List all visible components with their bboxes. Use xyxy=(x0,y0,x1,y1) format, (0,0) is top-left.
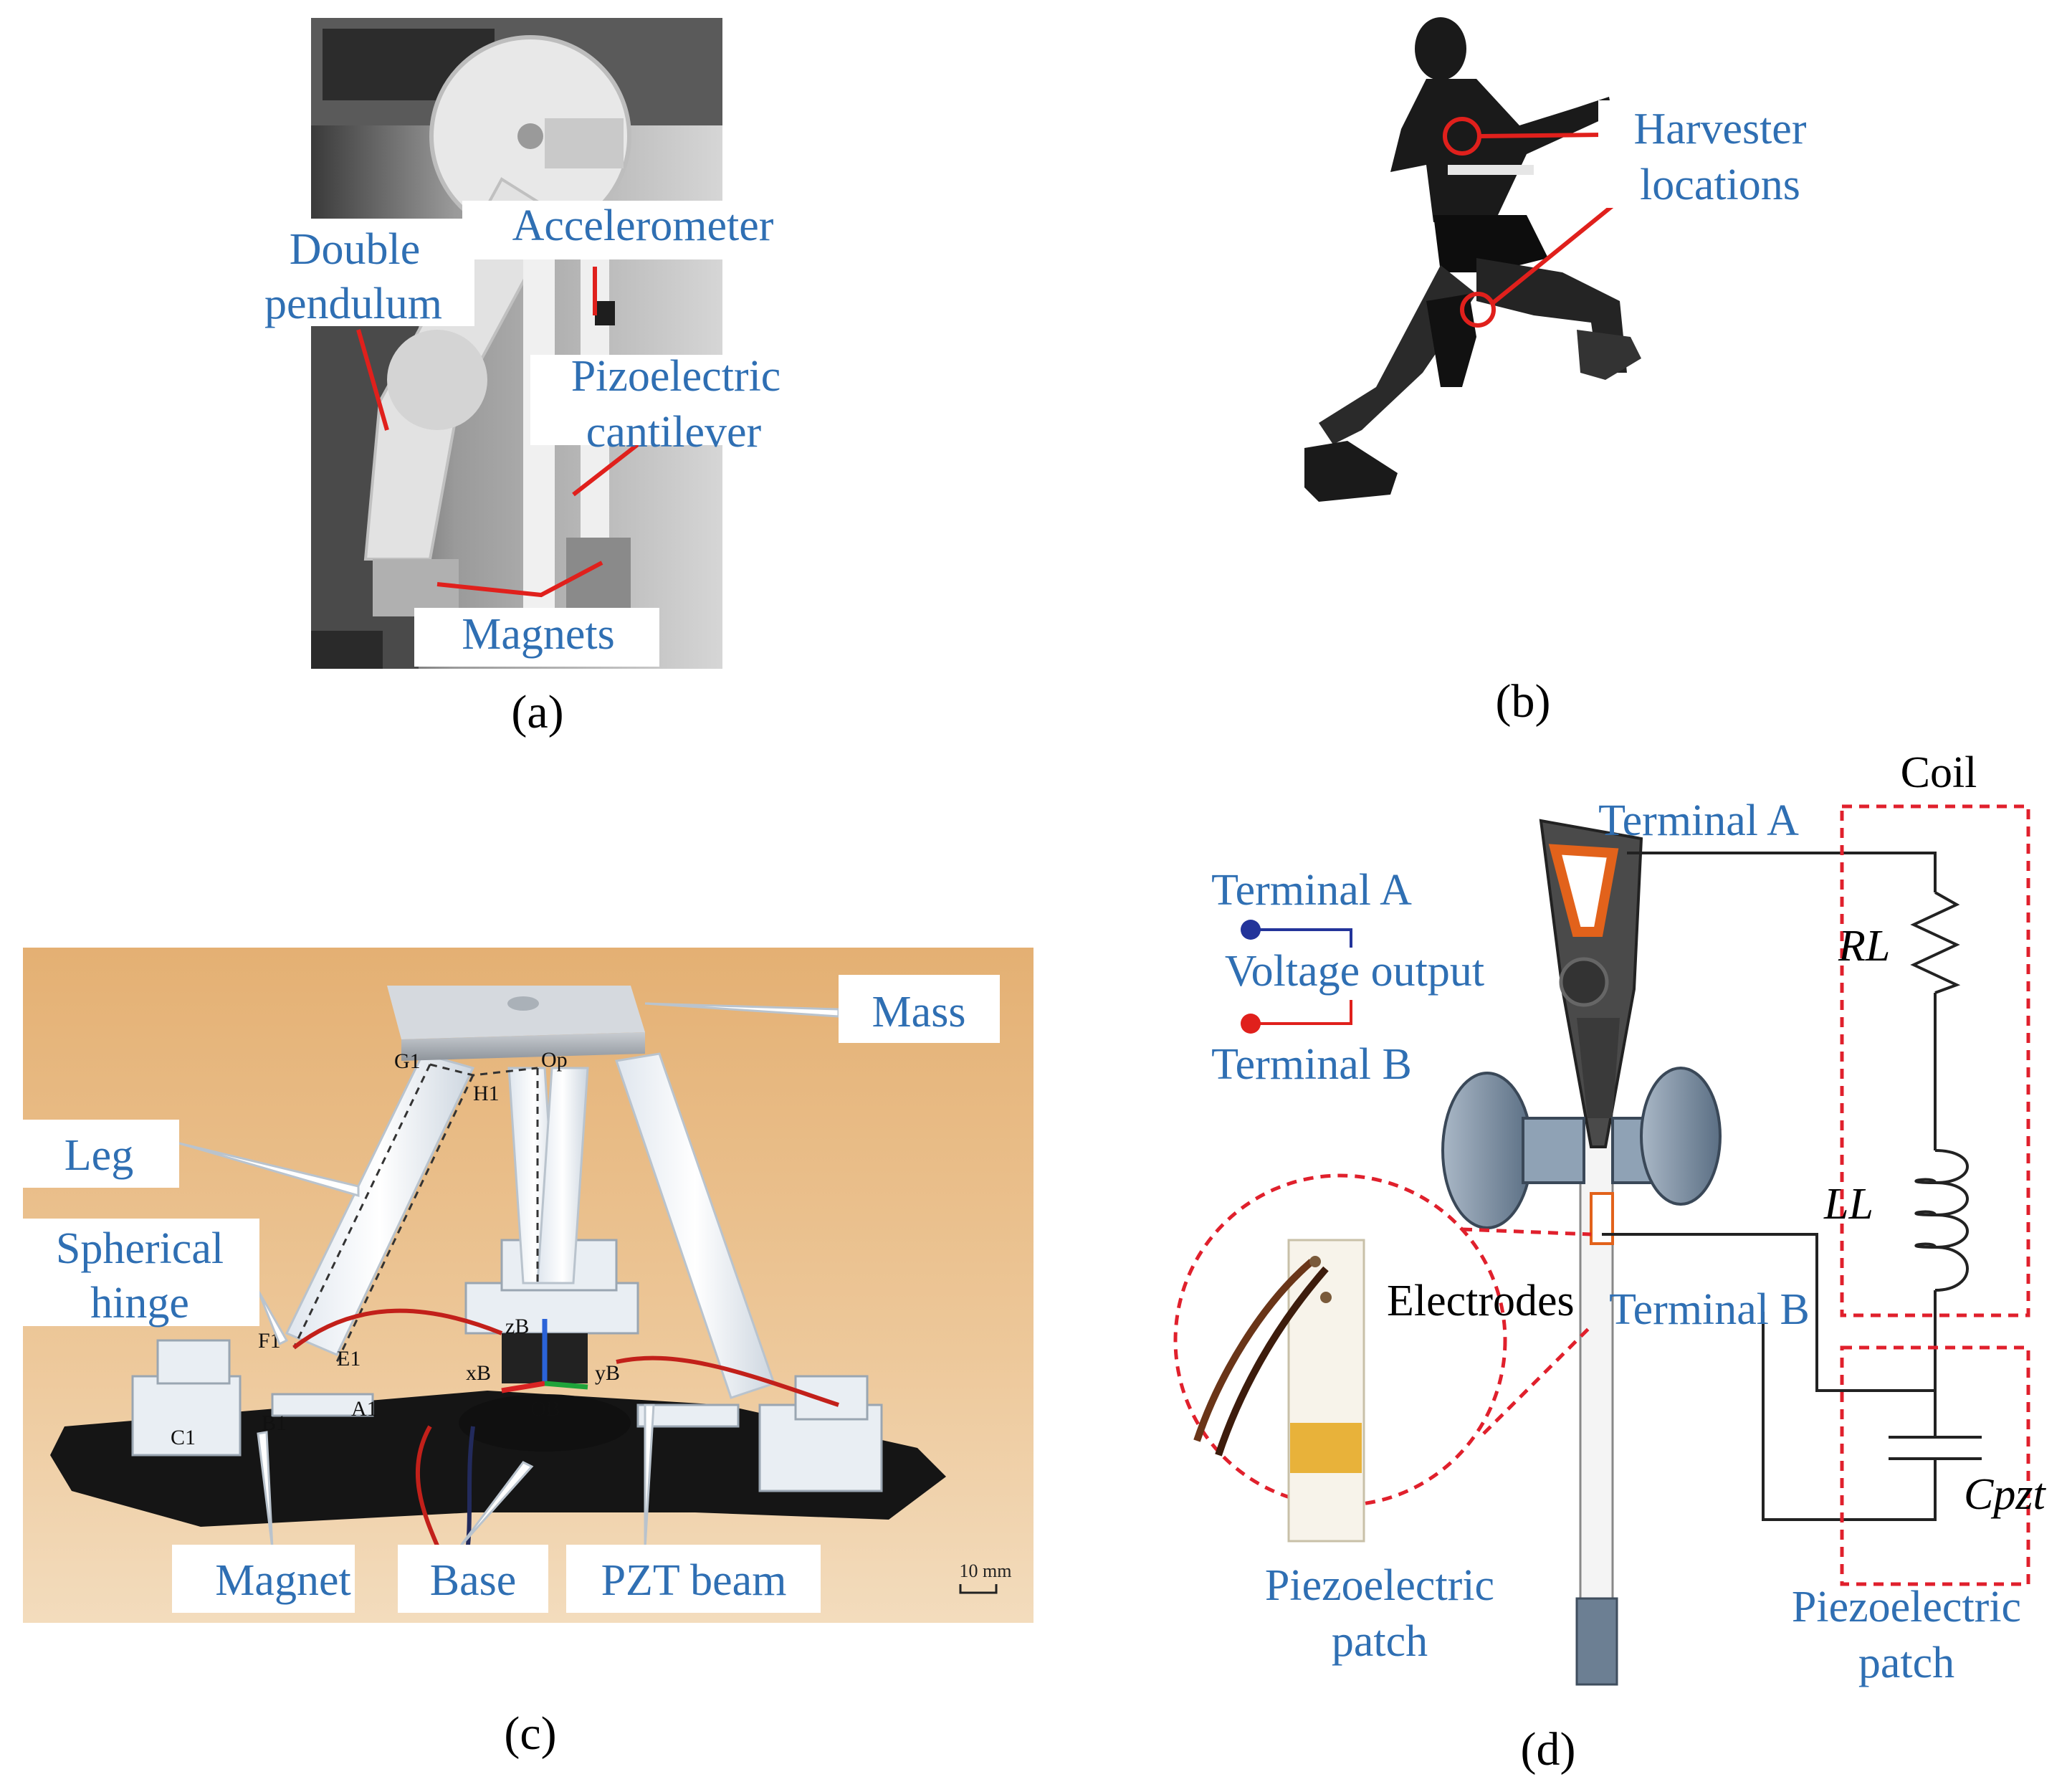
resistor-rl xyxy=(1910,891,1961,994)
cpzt-label: Cpzt xyxy=(1964,1470,2046,1519)
point-op: Op xyxy=(541,1048,568,1072)
piezo-patch-right-line2: patch xyxy=(1858,1639,1954,1687)
magnet-label: Magnet xyxy=(215,1556,350,1605)
piezo-patch-right-line1: Piezoelectric xyxy=(1792,1583,2021,1631)
piezo-cantilever-label-line2: cantilever xyxy=(586,408,762,457)
double-pendulum-label-line1: Double xyxy=(290,225,421,274)
ll-label: LL xyxy=(1823,1180,1873,1229)
panel-a-caption: (a) xyxy=(511,686,563,738)
terminal-a-top-label: Terminal A xyxy=(1598,796,1799,845)
terminal-b-legend-label: Terminal B xyxy=(1211,1040,1412,1089)
voltage-output-label: Voltage output xyxy=(1225,947,1484,996)
point-xb: xB xyxy=(466,1361,491,1385)
point-g1: G1 xyxy=(394,1049,421,1073)
mass-label: Mass xyxy=(872,988,966,1036)
leg-label-box xyxy=(23,1120,179,1188)
rl-label: RL xyxy=(1838,922,1890,971)
piezo-cantilever-label-line1: Pizoelectric xyxy=(571,352,781,401)
panel-a: Double pendulum Accelerometer Pizoelectr… xyxy=(252,18,790,738)
scale-bar-label: 10 mm xyxy=(960,1560,1012,1581)
point-c1: C1 xyxy=(171,1426,196,1449)
piezo-cantilever-label-box xyxy=(530,355,790,445)
harvester-markers xyxy=(1443,117,1618,328)
point-yb: yB xyxy=(595,1361,620,1385)
scale-bar xyxy=(959,1584,998,1594)
pzt-beam-label-box xyxy=(566,1545,821,1613)
voltage-output-legend xyxy=(1241,920,1352,1034)
panel-a-photo xyxy=(311,18,722,669)
panel-c: G1 H1 Op F1 E1 C1 B1 A1 OB zB xB yB Mass… xyxy=(23,948,1034,1760)
base-label-box xyxy=(398,1545,548,1613)
double-pendulum-label-box xyxy=(252,219,474,326)
harvester-structure xyxy=(1441,819,1722,1686)
panel-c-caption: (c) xyxy=(504,1707,556,1760)
panel-b-caption: (b) xyxy=(1496,675,1551,728)
point-e1: E1 xyxy=(337,1347,361,1371)
spherical-hinge-label-line2: hinge xyxy=(90,1279,189,1328)
double-pendulum-label-line2: pendulum xyxy=(264,280,442,328)
mass-block xyxy=(387,986,645,1061)
panel-d: Coil Terminal A Terminal A Voltage outpu… xyxy=(1173,748,2046,1776)
inductor-ll xyxy=(1914,1149,1969,1292)
terminal-b-right-label: Terminal B xyxy=(1609,1285,1810,1334)
pzt-beam-label: PZT beam xyxy=(601,1556,787,1605)
magnet-label-box xyxy=(172,1545,355,1613)
point-ob: OB xyxy=(530,1397,560,1421)
piezo-patch-left-line2: patch xyxy=(1332,1617,1428,1666)
magnets-label: Magnets xyxy=(462,610,615,659)
panel-a-pointers xyxy=(356,267,639,598)
coil-label: Coil xyxy=(1901,748,1977,797)
accelerometer-label-box xyxy=(462,201,789,259)
harvester-label-box xyxy=(1598,100,1835,208)
panel-c-pointers xyxy=(178,1002,840,1550)
terminal-a-legend-label: Terminal A xyxy=(1211,866,1412,915)
piezo-patch-inset xyxy=(1193,1239,1365,1543)
magnets-label-box xyxy=(414,608,659,667)
runner-silhouette xyxy=(1304,17,1641,502)
panel-b: Harvester locations (b) xyxy=(1304,17,1835,728)
point-h1: H1 xyxy=(473,1082,500,1105)
electrodes-label: Electrodes xyxy=(1387,1277,1575,1325)
point-b1: B1 xyxy=(262,1411,287,1435)
legs xyxy=(285,1052,775,1399)
mass-label-box xyxy=(839,975,1000,1043)
point-labels: G1 H1 Op F1 E1 C1 B1 A1 OB zB xB yB xyxy=(171,1048,620,1449)
accelerometer-label: Accelerometer xyxy=(512,201,774,250)
spherical-hinge-label-box xyxy=(23,1219,259,1326)
piezo-patch-left-line1: Piezoelectric xyxy=(1265,1561,1494,1610)
harvester-label-line1: Harvester xyxy=(1634,105,1807,153)
leg-label: Leg xyxy=(65,1131,133,1180)
spherical-hinge-label-line1: Spherical xyxy=(56,1224,224,1273)
base-label: Base xyxy=(430,1556,517,1605)
point-zb: zB xyxy=(505,1315,529,1338)
point-a1: A1 xyxy=(351,1397,378,1421)
hinge-blocks xyxy=(131,1239,883,1492)
harvester-label-line2: locations xyxy=(1640,161,1800,209)
circuit-wires xyxy=(1602,852,1982,1521)
frame-axes xyxy=(501,1319,588,1393)
panel-d-caption: (d) xyxy=(1521,1723,1576,1776)
